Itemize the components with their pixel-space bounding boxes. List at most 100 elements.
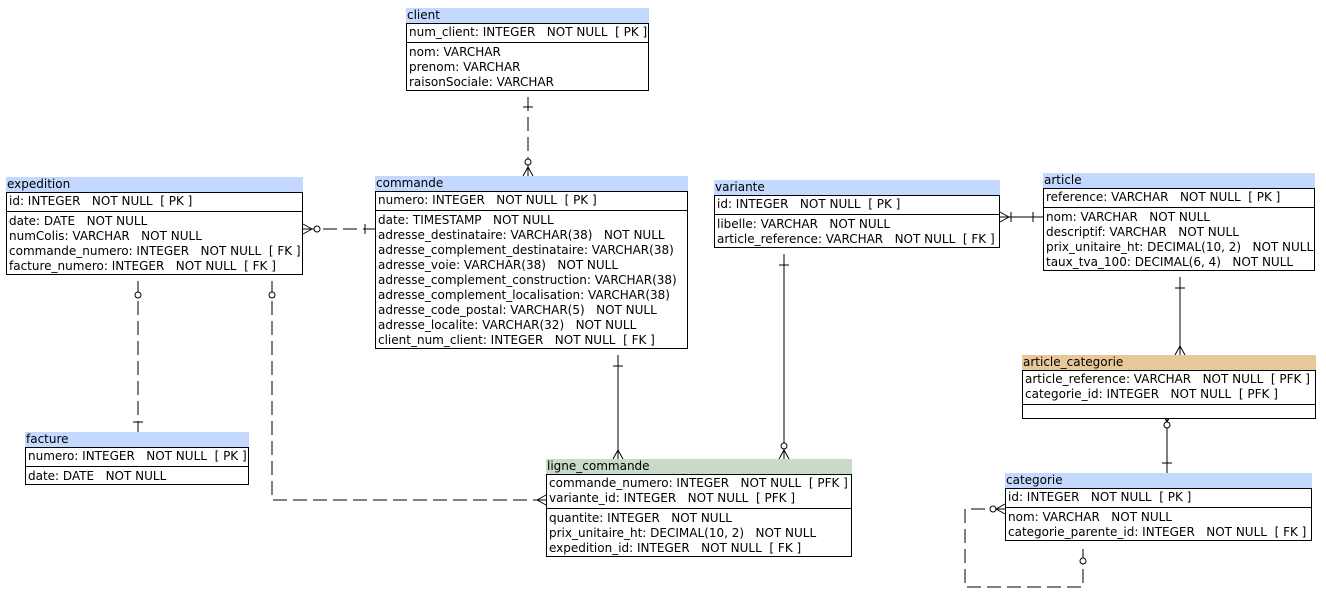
- column-row: descriptif: VARCHAR NOT NULL: [1046, 225, 1239, 239]
- pk-column-row: numero: INTEGER NOT NULL [ PK ]: [28, 449, 247, 463]
- columns-section: date: DATE NOT NULL: [26, 467, 248, 484]
- entity-title: categorie: [1005, 473, 1312, 488]
- column-row: facture_numero: INTEGER NOT NULL [ FK ]: [9, 259, 276, 273]
- column-row: date: DATE NOT NULL: [9, 214, 148, 228]
- columns-section: [1023, 405, 1315, 418]
- entity-body: numero: INTEGER NOT NULL [ PK ] date: TI…: [375, 191, 688, 349]
- column-row: adresse_complement_construction: VARCHAR…: [378, 273, 677, 287]
- zero-marker: [780, 442, 788, 450]
- column-row: client_num_client: INTEGER NOT NULL [ FK…: [378, 333, 655, 347]
- primary-key-section: num_client: INTEGER NOT NULL [ PK ]: [407, 24, 648, 43]
- column-row: expedition_id: INTEGER NOT NULL [ FK ]: [549, 541, 802, 555]
- column-row: raisonSociale: VARCHAR: [409, 75, 554, 89]
- pk-column-row: numero: INTEGER NOT NULL [ PK ]: [378, 193, 597, 207]
- entity-title: facture: [25, 432, 249, 447]
- crows-foot-marker: [995, 503, 1006, 515]
- entity-title: variante: [714, 180, 1000, 195]
- entity-body: num_client: INTEGER NOT NULL [ PK ] nom:…: [406, 23, 649, 91]
- relationship-line-categorie-self: [964, 508, 1084, 588]
- pk-column-row: id: INTEGER NOT NULL [ PK ]: [1008, 490, 1192, 504]
- crows-foot-marker: [302, 223, 313, 235]
- entity-body: id: INTEGER NOT NULL [ PK ] nom: VARCHAR…: [1005, 488, 1312, 541]
- column-row: adresse_destinataire: VARCHAR(38) NOT NU…: [378, 228, 665, 242]
- column-row: adresse_code_postal: VARCHAR(5) NOT NULL: [378, 303, 657, 317]
- entity-article-categorie[interactable]: article_categorie article_reference: VAR…: [1022, 355, 1316, 419]
- entity-ligne-commande[interactable]: ligne_commande commande_numero: INTEGER …: [546, 459, 852, 557]
- entity-title: article: [1043, 173, 1315, 188]
- crows-foot-marker: [536, 494, 547, 506]
- entity-facture[interactable]: facture numero: INTEGER NOT NULL [ PK ] …: [25, 432, 249, 485]
- entity-title: commande: [375, 176, 688, 191]
- column-row: taux_tva_100: DECIMAL(6, 4) NOT NULL: [1046, 255, 1294, 269]
- entity-client[interactable]: client num_client: INTEGER NOT NULL [ PK…: [406, 8, 649, 91]
- relationship-line-expedition-ligne: [271, 281, 546, 501]
- crows-foot-marker: [1174, 345, 1186, 356]
- zero-marker: [524, 158, 532, 166]
- entity-title: client: [406, 8, 649, 23]
- column-row: prenom: VARCHAR: [409, 60, 521, 74]
- column-row: prix_unitaire_ht: DECIMAL(10, 2) NOT NUL…: [1046, 240, 1314, 254]
- column-row: adresse_localite: VARCHAR(32) NOT NULL: [378, 318, 637, 332]
- column-row: adresse_voie: VARCHAR(38) NOT NULL: [378, 258, 619, 272]
- column-row: libelle: VARCHAR NOT NULL: [717, 217, 891, 231]
- entity-expedition[interactable]: expedition id: INTEGER NOT NULL [ PK ] d…: [6, 177, 303, 275]
- column-row: nom: VARCHAR: [409, 45, 501, 59]
- entity-commande[interactable]: commande numero: INTEGER NOT NULL [ PK ]…: [375, 176, 688, 349]
- entity-body: reference: VARCHAR NOT NULL [ PK ] nom: …: [1043, 188, 1315, 271]
- primary-key-section: id: INTEGER NOT NULL [ PK ]: [1006, 489, 1311, 508]
- crows-foot-marker: [612, 449, 624, 460]
- primary-key-section: id: INTEGER NOT NULL [ PK ]: [7, 193, 302, 212]
- crows-foot-marker: [778, 449, 790, 460]
- entity-title: expedition: [6, 177, 303, 192]
- entity-body: id: INTEGER NOT NULL [ PK ] libelle: VAR…: [714, 195, 1000, 248]
- column-row: categorie_parente_id: INTEGER NOT NULL […: [1008, 525, 1307, 539]
- pk-column-row: commande_numero: INTEGER NOT NULL [ PFK …: [549, 476, 848, 490]
- pk-column-row: id: INTEGER NOT NULL [ PK ]: [9, 194, 193, 208]
- primary-key-section: reference: VARCHAR NOT NULL [ PK ]: [1044, 189, 1314, 208]
- entity-body: id: INTEGER NOT NULL [ PK ] date: DATE N…: [6, 192, 303, 275]
- pk-column-row: reference: VARCHAR NOT NULL [ PK ]: [1046, 190, 1281, 204]
- pk-column-row: num_client: INTEGER NOT NULL [ PK ]: [409, 25, 648, 39]
- column-row: nom: VARCHAR NOT NULL: [1046, 210, 1210, 224]
- zero-marker: [313, 225, 321, 233]
- column-row: adresse_complement_destinataire: VARCHAR…: [378, 243, 674, 257]
- column-row: article_reference: VARCHAR NOT NULL [ FK…: [717, 232, 995, 246]
- entity-body: commande_numero: INTEGER NOT NULL [ PFK …: [546, 474, 852, 557]
- zero-marker: [989, 505, 997, 513]
- pk-column-row: categorie_id: INTEGER NOT NULL [ PFK ]: [1025, 387, 1278, 401]
- zero-marker: [1163, 421, 1171, 429]
- pk-column-row: id: INTEGER NOT NULL [ PK ]: [717, 197, 901, 211]
- crows-foot-marker: [999, 211, 1010, 223]
- primary-key-section: commande_numero: INTEGER NOT NULL [ PFK …: [547, 475, 851, 509]
- zero-marker: [134, 291, 142, 299]
- column-row: commande_numero: INTEGER NOT NULL [ FK ]: [9, 244, 301, 258]
- entity-title: article_categorie: [1022, 355, 1316, 370]
- entity-body: numero: INTEGER NOT NULL [ PK ] date: DA…: [25, 447, 249, 485]
- column-row: prix_unitaire_ht: DECIMAL(10, 2) NOT NUL…: [549, 526, 817, 540]
- column-row: date: DATE NOT NULL: [28, 469, 167, 483]
- column-row: nom: VARCHAR NOT NULL: [1008, 510, 1172, 524]
- primary-key-section: article_reference: VARCHAR NOT NULL [ PF…: [1023, 371, 1315, 405]
- entity-variante[interactable]: variante id: INTEGER NOT NULL [ PK ] lib…: [714, 180, 1000, 248]
- column-row: numColis: VARCHAR NOT NULL: [9, 229, 202, 243]
- entity-categorie[interactable]: categorie id: INTEGER NOT NULL [ PK ] no…: [1005, 473, 1312, 541]
- crows-foot-marker: [522, 166, 534, 177]
- zero-marker: [268, 291, 276, 299]
- pk-column-row: article_reference: VARCHAR NOT NULL [ PF…: [1025, 372, 1310, 386]
- column-row: date: TIMESTAMP NOT NULL: [378, 213, 554, 227]
- primary-key-section: numero: INTEGER NOT NULL [ PK ]: [26, 448, 248, 467]
- primary-key-section: numero: INTEGER NOT NULL [ PK ]: [376, 192, 687, 211]
- pk-column-row: variante_id: INTEGER NOT NULL [ PFK ]: [549, 491, 795, 505]
- entity-title: ligne_commande: [546, 459, 852, 474]
- entity-body: article_reference: VARCHAR NOT NULL [ PF…: [1022, 370, 1316, 419]
- entity-article[interactable]: article reference: VARCHAR NOT NULL [ PK…: [1043, 173, 1315, 271]
- column-row: adresse_complement_localisation: VARCHAR…: [378, 288, 670, 302]
- primary-key-section: id: INTEGER NOT NULL [ PK ]: [715, 196, 999, 215]
